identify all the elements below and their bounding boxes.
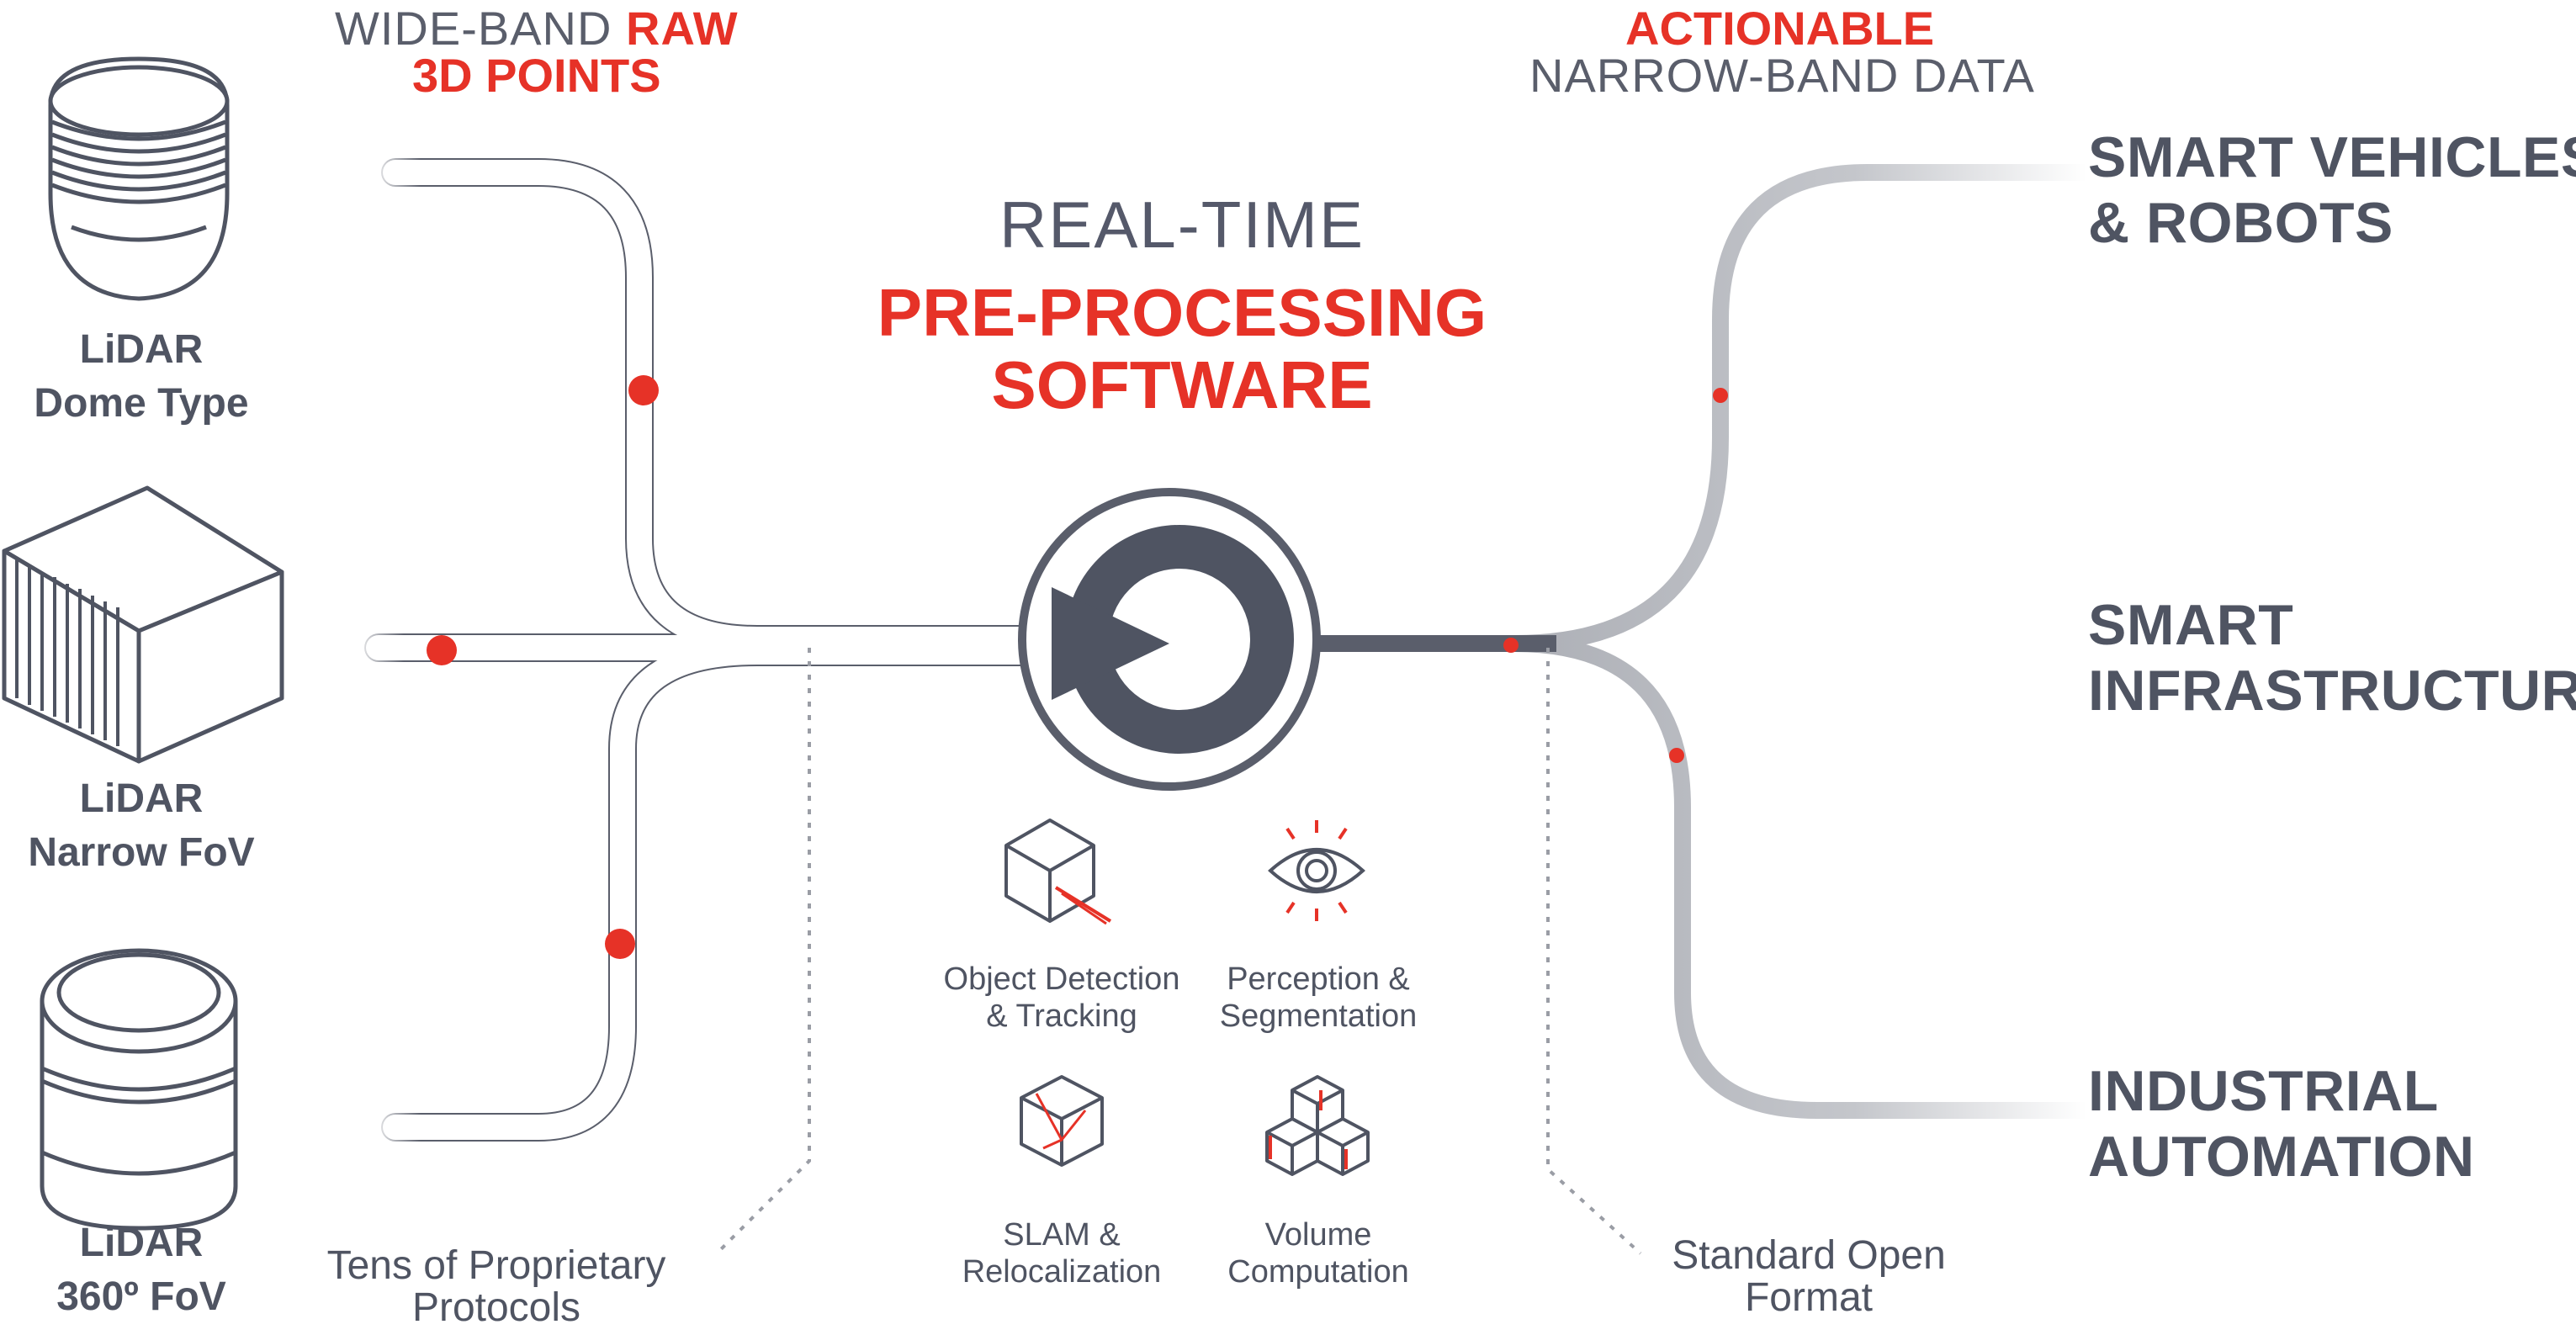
note-line: Tens of Proprietary <box>326 1243 666 1288</box>
data-packet-dot <box>427 635 457 665</box>
sensor-label-360: LiDAR 360º FoV <box>0 1216 284 1324</box>
feature-label-line: & Tracking <box>986 999 1137 1034</box>
feature-label-line: Volume <box>1264 1217 1372 1253</box>
feature-slam: SLAM & Relocalization <box>927 1216 1196 1290</box>
input-pipes <box>353 143 1041 1157</box>
data-packet-dot <box>1713 388 1728 403</box>
header-wide-band: WIDE-BAND RAW <box>335 2 739 56</box>
note-standard-open-format: Standard Open Format <box>1649 1235 1969 1319</box>
sensor-label-line: 360º FoV <box>56 1274 226 1319</box>
feature-perception: Perception & Segmentation <box>1184 961 1453 1035</box>
lidar-360-icon <box>40 948 238 1231</box>
destination-smart-vehicles: SMART VEHICLES & ROBOTS <box>2088 124 2576 256</box>
sensor-label-line: Narrow FoV <box>28 830 255 875</box>
sensor-label-narrow-fov: LiDAR Narrow FoV <box>0 772 284 880</box>
note-line: Standard Open <box>1672 1233 1946 1278</box>
slam-cube-icon <box>1020 1075 1104 1167</box>
sensor-label-dome: LiDAR Dome Type <box>0 323 284 431</box>
feature-label-line: Relocalization <box>962 1254 1162 1290</box>
software-logo-icon <box>1018 488 1321 791</box>
feature-object-detection: Object Detection & Tracking <box>927 961 1196 1035</box>
lidar-dome-icon <box>48 56 230 301</box>
lidar-narrow-fov-icon <box>2 485 284 764</box>
sensor-label-line: LiDAR <box>79 776 204 821</box>
destination-label-line: SMART VEHICLES <box>2088 125 2576 189</box>
data-packet-dot <box>628 375 659 405</box>
feature-label-line: Object Detection <box>943 962 1180 997</box>
destination-industrial-automation: INDUSTRIAL AUTOMATION <box>2088 1058 2475 1189</box>
feature-volume: Volume Computation <box>1184 1216 1453 1290</box>
header-actionable: ACTIONABLE <box>1625 2 1935 55</box>
destination-label-line: AUTOMATION <box>2088 1125 2475 1189</box>
sensor-label-line: LiDAR <box>79 1221 204 1265</box>
title-pre-processing: PRE-PROCESSING <box>877 275 1487 350</box>
note-line: Format <box>1744 1275 1873 1320</box>
destination-label-line: INFRASTRUCTURE <box>2088 659 2576 723</box>
leader-line-left <box>715 648 811 1255</box>
feature-label-line: Computation <box>1227 1254 1409 1290</box>
cube-detection-icon <box>1004 818 1112 925</box>
feature-label-line: Perception & <box>1227 962 1410 997</box>
header-narrow-band-data: NARROW-BAND DATA <box>1529 49 2035 102</box>
leader-line-right <box>1546 648 1642 1255</box>
header-3d-points: 3D POINTS <box>412 49 661 102</box>
data-packet-dot <box>1669 748 1684 763</box>
header-wide-band-light: WIDE-BAND <box>335 2 626 55</box>
data-packet-dot <box>605 929 635 959</box>
output-pipes <box>1312 164 2086 1119</box>
data-packet-dot <box>1503 638 1519 653</box>
sensor-label-line: LiDAR <box>79 327 204 372</box>
header-raw: RAW <box>626 2 739 55</box>
destination-label-line: SMART <box>2088 593 2294 657</box>
destination-label-line: INDUSTRIAL <box>2088 1059 2439 1123</box>
feature-label-line: SLAM & <box>1003 1217 1121 1253</box>
title-software: SOFTWARE <box>991 347 1373 422</box>
eye-icon <box>1268 820 1365 921</box>
destination-smart-infrastructure: SMART INFRASTRUCTURE <box>2088 592 2576 723</box>
destination-label-line: & ROBOTS <box>2088 191 2393 255</box>
note-proprietary-protocols: Tens of Proprietary Protocols <box>294 1245 698 1329</box>
note-line: Protocols <box>411 1285 581 1330</box>
title-real-time: REAL-TIME <box>999 188 1365 262</box>
feature-label-line: Segmentation <box>1219 999 1418 1034</box>
stacked-cubes-icon <box>1265 1075 1370 1176</box>
sensor-label-line: Dome Type <box>34 381 249 426</box>
